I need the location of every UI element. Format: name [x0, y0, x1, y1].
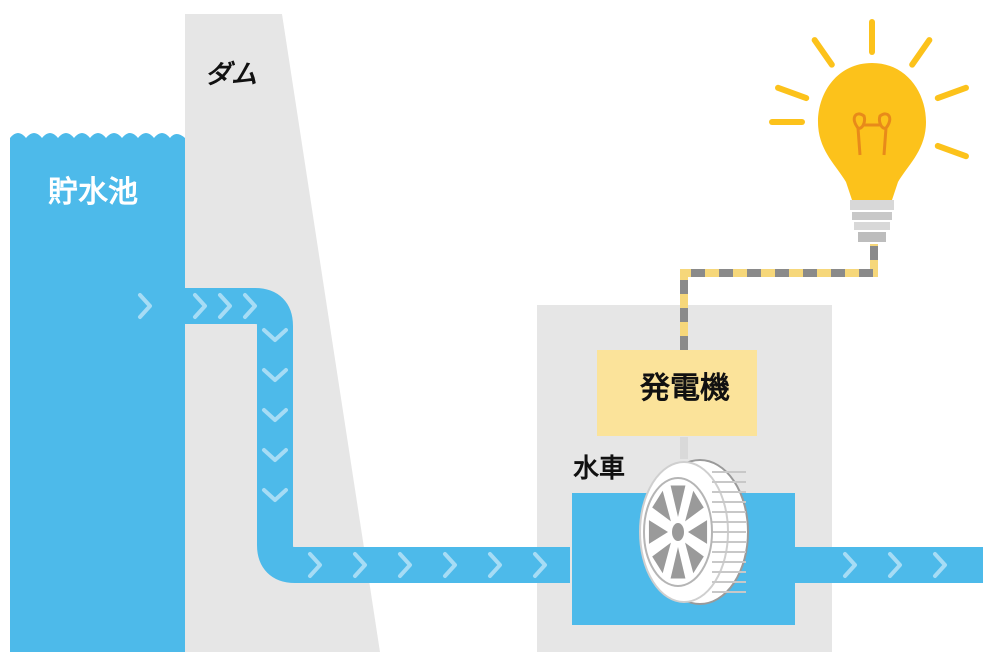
- chevron-right-icon: [218, 293, 232, 319]
- generator-box: [597, 350, 757, 436]
- chevron-right-icon: [353, 552, 367, 578]
- generator-label: 発電機: [640, 371, 730, 406]
- water-wheel-icon: [639, 459, 749, 605]
- chevron-right-icon: [843, 552, 857, 578]
- chevron-right-icon: [243, 293, 257, 319]
- reservoir-label: 貯水池: [48, 175, 138, 210]
- chevron-right-icon: [138, 293, 152, 319]
- flow-chevrons: [138, 293, 947, 578]
- chevron-right-icon: [933, 552, 947, 578]
- reservoir: [10, 133, 185, 652]
- water-wheel-label: 水車: [573, 454, 626, 484]
- light-bulb-icon: [769, 19, 969, 242]
- chevron-right-icon: [888, 552, 902, 578]
- chevron-down-icon: [262, 488, 288, 502]
- chevron-down-icon: [262, 408, 288, 422]
- chevron-down-icon: [262, 328, 288, 342]
- penstock-pipe: [180, 288, 570, 583]
- chevron-right-icon: [533, 552, 547, 578]
- chevron-right-icon: [488, 552, 502, 578]
- chevron-down-icon: [262, 448, 288, 462]
- chevron-down-icon: [262, 368, 288, 382]
- chevron-right-icon: [398, 552, 412, 578]
- wheel-shaft: [680, 437, 688, 459]
- chevron-right-icon: [193, 293, 207, 319]
- dam-label: ダム: [205, 60, 258, 90]
- chevron-right-icon: [443, 552, 457, 578]
- chevron-right-icon: [308, 552, 322, 578]
- power-wire: [680, 244, 878, 350]
